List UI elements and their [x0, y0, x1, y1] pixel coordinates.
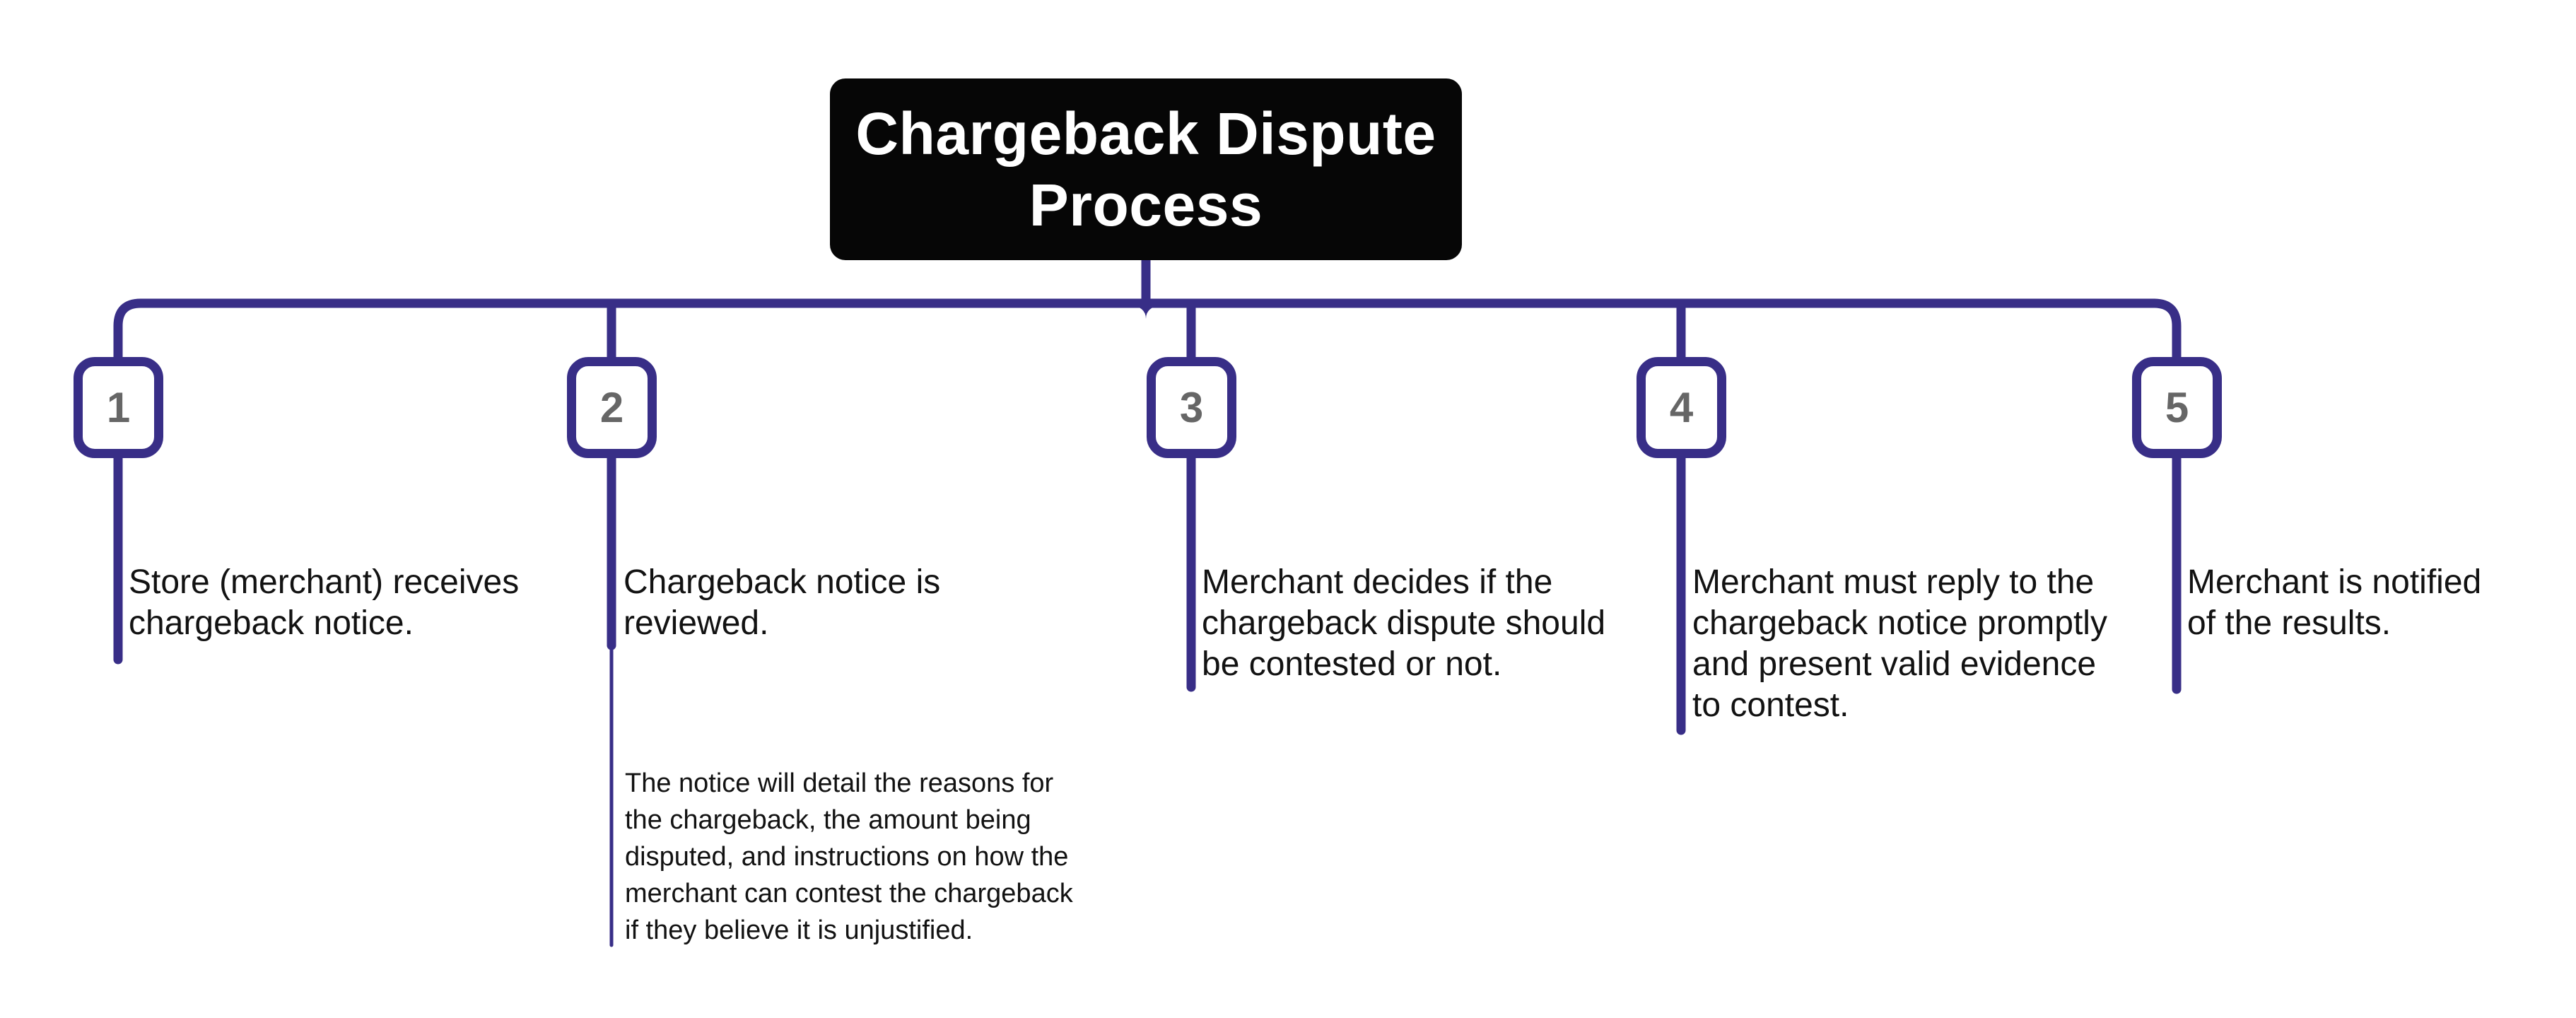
- step-5-badge: 5: [2132, 357, 2222, 458]
- step-2-detail-note: The notice will detail the reasons for t…: [625, 768, 1073, 945]
- rail-junction-notch: [1130, 305, 1162, 319]
- step-2-description: Chargeback notice is reviewed.: [623, 563, 941, 642]
- step-4-badge: 4: [1637, 357, 1726, 458]
- step-3-description: Merchant decides if the chargeback dispu…: [1202, 563, 1606, 683]
- step-4-number: 4: [1669, 384, 1694, 431]
- step-1-badge: 1: [74, 357, 163, 458]
- step-3-badge: 3: [1147, 357, 1236, 458]
- step-2-badge: 2: [567, 357, 657, 458]
- main-rail-line: [113, 298, 2182, 362]
- step-5-description: Merchant is notified of the results.: [2187, 563, 2482, 642]
- step-3-number: 3: [1179, 384, 1204, 431]
- step-4-description: Merchant must reply to the chargeback no…: [1692, 563, 2107, 724]
- diagram-title: Chargeback Dispute Process: [830, 78, 1462, 260]
- step-2-number: 2: [599, 384, 624, 431]
- step-5-number: 5: [2165, 384, 2189, 431]
- step-1-number: 1: [106, 384, 131, 431]
- step-1-description: Store (merchant) receives chargeback not…: [129, 563, 520, 642]
